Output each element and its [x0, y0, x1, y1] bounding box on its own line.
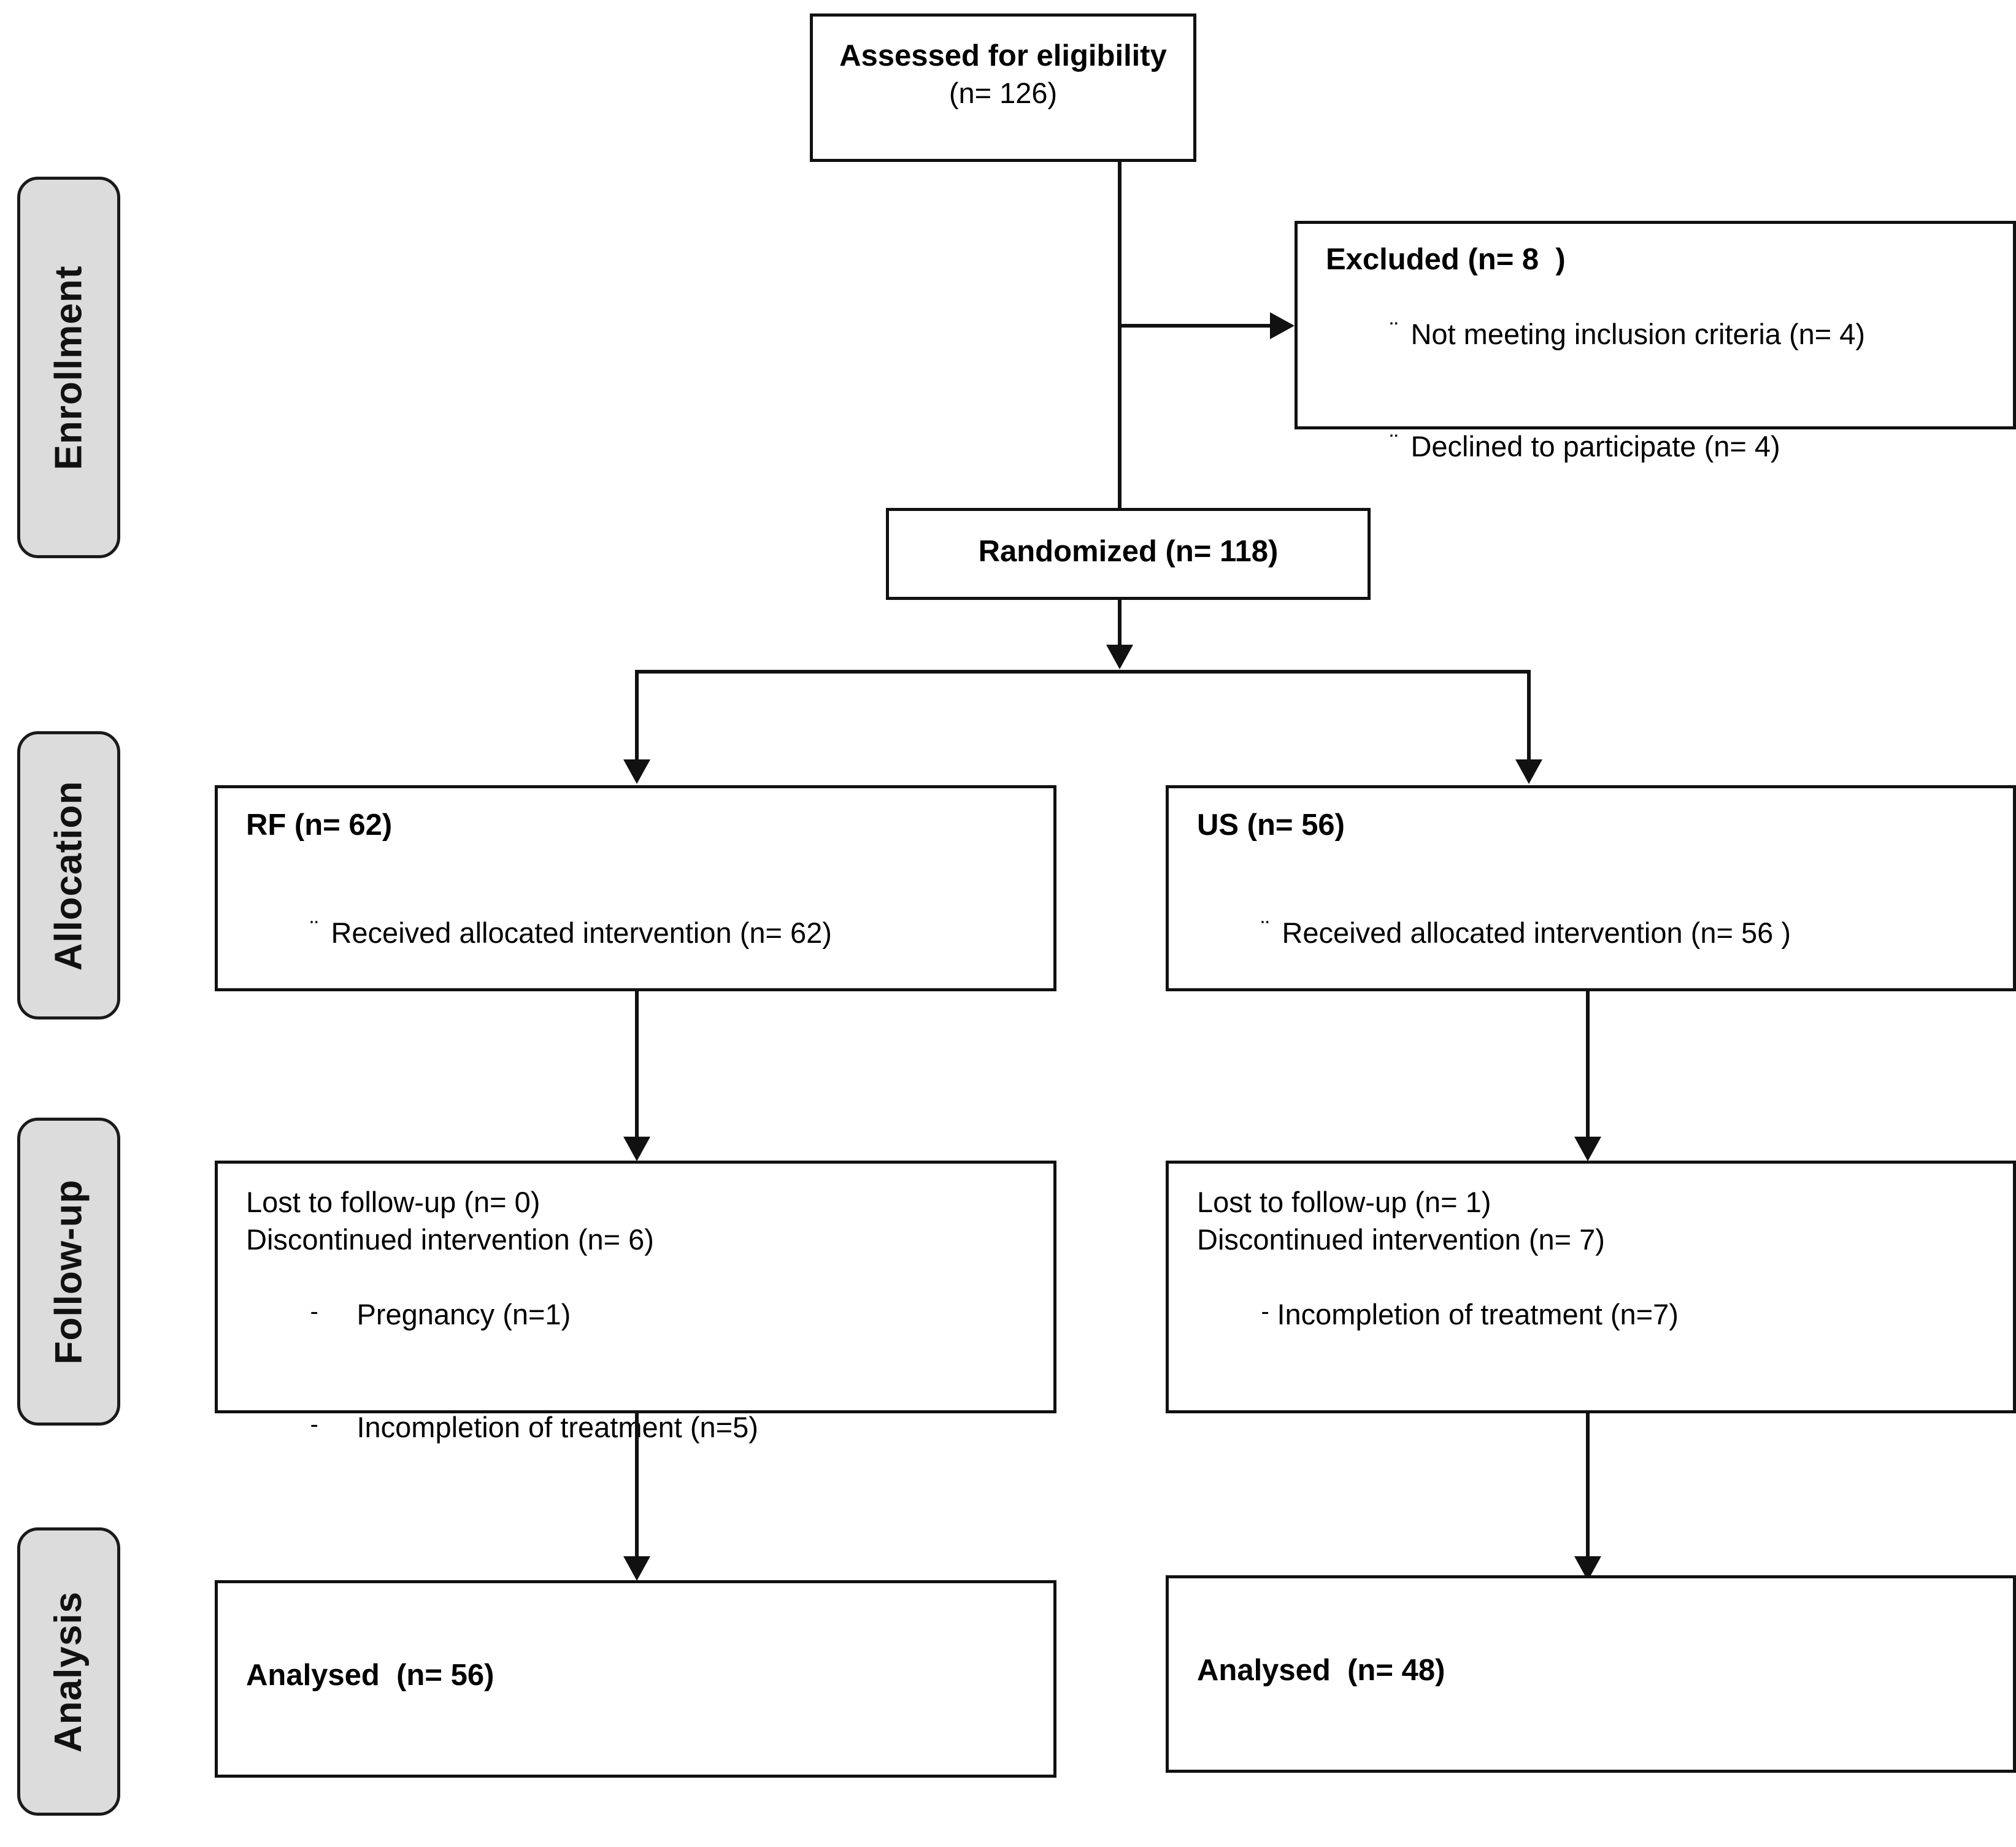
arrowhead-to-excluded [1270, 312, 1295, 339]
connector-us-alloc-to-followup [1586, 991, 1590, 1139]
followup-left-item-0-text: Pregnancy (n=1) [356, 1298, 571, 1331]
arrowhead-rf-followup [623, 1137, 650, 1161]
alloc-left-item-0-text: Received allocated intervention (n= 62) [331, 916, 832, 949]
connector-to-excluded [1118, 324, 1271, 328]
box-followup-rf: Lost to follow-up (n= 0) Discontinued in… [215, 1161, 1056, 1443]
phase-label-followup: Follow-up [47, 1179, 90, 1364]
excluded-item-0-text: Not meeting inclusion criteria (n= 4) [1410, 317, 1866, 350]
randomized-title: Randomized (n= 118) [978, 535, 1279, 568]
arrowhead-randomized-split [1106, 645, 1133, 669]
followup-left-item-0: - Pregnancy (n=1) [246, 1258, 1053, 1370]
excluded-item-0: ¨ Not meeting inclusion criteria (n= 4) [1326, 278, 2013, 390]
phase-label-allocation: Allocation [47, 780, 90, 970]
arrowhead-left-allocation [623, 759, 650, 784]
alloc-left-title: RF (n= 62) [246, 808, 393, 842]
diaeresis-bullet-icon: ¨ [1390, 430, 1398, 458]
box-assessed-for-eligibility: Assessed for eligibility (n= 126) [810, 13, 1196, 162]
excluded-item-1-text: Declined to participate (n= 4) [1410, 430, 1780, 463]
alloc-right-item-0: ¨ Received allocated intervention (n= 56 … [1197, 877, 2013, 989]
followup-right-line-1: Discontinued intervention (n= 7) [1197, 1223, 1605, 1256]
assessed-title: Assessed for eligibility [839, 39, 1167, 72]
followup-right-item-0-text: Incompletion of treatment (n=7) [1277, 1298, 1679, 1331]
phase-label-analysis: Analysis [47, 1591, 90, 1753]
box-followup-us: Lost to follow-up (n= 1) Discontinued in… [1166, 1161, 2016, 1413]
phase-label-enrollment: Enrollment [47, 265, 90, 470]
analysis-right-title: Analysed (n= 48) [1197, 1654, 1445, 1687]
alloc-right-item-0-text: Received allocated intervention (n= 56 ) [1282, 916, 1791, 949]
arrowhead-right-allocation [1515, 759, 1542, 784]
box-excluded: Excluded (n= 8 ) ¨ Not meeting inclusion … [1295, 221, 2016, 463]
phase-pill-analysis: Analysis [17, 1527, 120, 1816]
dash-bullet-icon: - [1261, 1298, 1269, 1326]
connector-split-to-right-allocation [1527, 670, 1531, 761]
box-analysis-us: Analysed (n= 48) [1166, 1575, 2016, 1773]
phase-pill-followup: Follow-up [17, 1118, 120, 1426]
followup-right-line-0: Lost to follow-up (n= 1) [1197, 1186, 1491, 1218]
phase-pill-enrollment: Enrollment [17, 177, 120, 558]
excluded-title: Excluded (n= 8 ) [1326, 243, 1566, 276]
assessed-subtitle: (n= 126) [948, 76, 1058, 109]
analysis-left-title: Analysed (n= 56) [246, 1659, 494, 1692]
box-analysis-rf: Analysed (n= 56) [215, 1580, 1056, 1778]
diaeresis-bullet-icon: ¨ [1261, 916, 1269, 943]
connector-rf-alloc-to-followup [635, 991, 639, 1139]
followup-left-item-1: - Incompletion of treatment (n=5) [246, 1370, 1053, 1483]
followup-left-item-1-text: Incompletion of treatment (n=5) [356, 1410, 758, 1443]
dash-bullet-icon: - [310, 1298, 318, 1326]
excluded-item-1: ¨ Declined to participate (n= 4) [1326, 390, 2013, 502]
alloc-right-title: US (n= 56) [1197, 808, 1345, 842]
connector-rf-followup-to-analysis [635, 1413, 639, 1558]
dash-bullet-icon: - [310, 1410, 318, 1438]
followup-left-line-0: Lost to follow-up (n= 0) [246, 1186, 541, 1218]
connector-us-followup-to-analysis [1586, 1413, 1590, 1558]
diaeresis-bullet-icon: ¨ [1390, 317, 1398, 345]
connector-randomized-down [1118, 600, 1121, 648]
connector-split-to-left-allocation [635, 670, 639, 761]
followup-right-item-0: -Incompletion of treatment (n=7) [1197, 1258, 2013, 1370]
followup-left-line-1: Discontinued intervention (n= 6) [246, 1223, 654, 1256]
box-allocation-rf: RF (n= 62) ¨ Received allocated intervent… [215, 785, 1056, 991]
connector-split-bar [635, 670, 1531, 674]
diaeresis-bullet-icon: ¨ [310, 916, 318, 943]
arrowhead-us-followup [1574, 1137, 1601, 1161]
arrowhead-rf-analysis [623, 1556, 650, 1581]
connector-assessed-to-randomized [1118, 162, 1121, 509]
box-allocation-us: US (n= 56) ¨ Received allocated intervent… [1166, 785, 2016, 991]
phase-pill-allocation: Allocation [17, 731, 120, 1019]
alloc-left-item-0: ¨ Received allocated intervention (n= 62) [246, 877, 1053, 989]
box-randomized: Randomized (n= 118) [886, 508, 1371, 600]
